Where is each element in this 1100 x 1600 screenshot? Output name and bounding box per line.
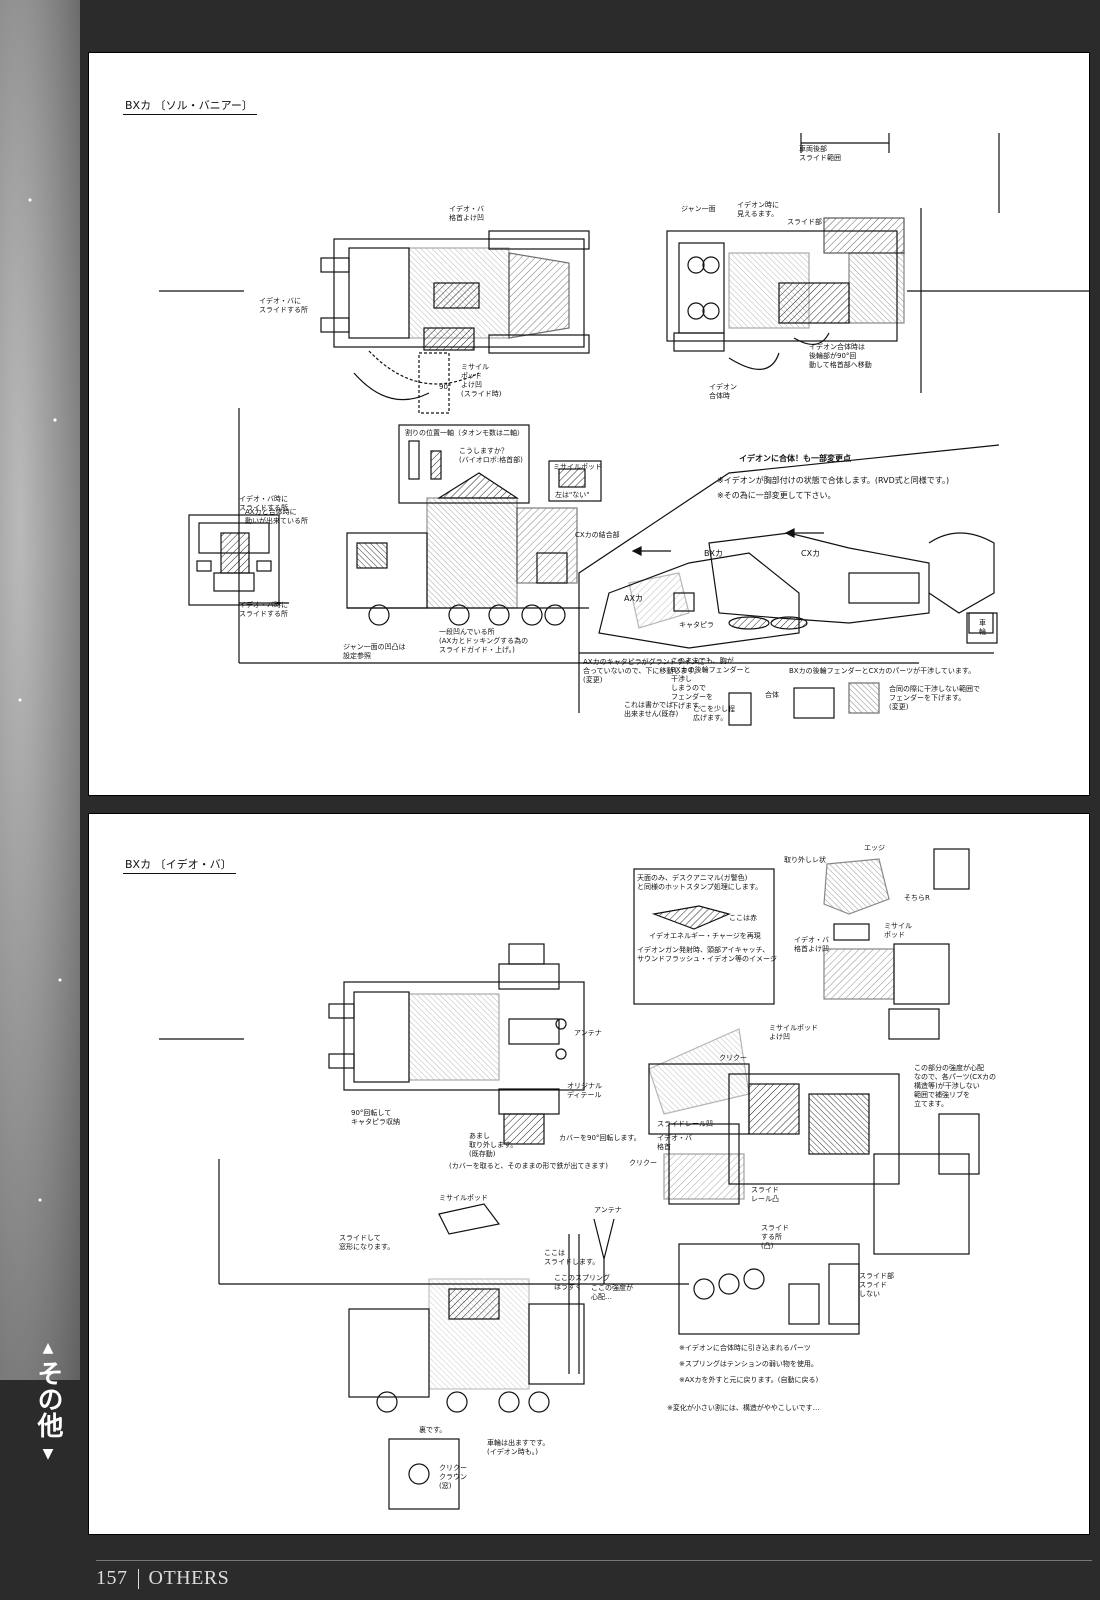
note-extend: ここを少し程 広げます。 bbox=[693, 705, 735, 722]
note-combine-2: ※その為に一部変更して下さい。 bbox=[717, 491, 836, 500]
note-ax-label: AXカ bbox=[624, 594, 643, 603]
note-antenna-b: アンテナ bbox=[594, 1206, 622, 1214]
note-cover-rot: カバーを90°回転します。 bbox=[559, 1134, 641, 1142]
sketch-drawing-bottom bbox=[159, 848, 980, 1510]
note-joint: 合体 bbox=[765, 691, 779, 699]
note-missile-pod: ミサイル ポッド bbox=[884, 922, 912, 939]
note-idea-slide3: イデオ・バ時に スライドする所 bbox=[239, 601, 288, 618]
note-fender: このままでも、胸が BXカの後輪フェンダーと 干渉し しまうので フェンダーを … bbox=[671, 657, 751, 710]
note-idea-slide: イデオ・バに スライドする所 bbox=[259, 297, 308, 314]
side-tab-label: その他 bbox=[33, 1360, 63, 1438]
note-spring-note: ここのスプリング はうすく bbox=[554, 1274, 610, 1291]
note-clutch: クリクー bbox=[719, 1054, 747, 1062]
plan-view-right bbox=[666, 217, 905, 370]
front-view bbox=[188, 514, 280, 606]
triangle-down-icon: ▼ bbox=[42, 1446, 54, 1462]
note-cut: こうしますか？ (バイオロボ:格首部) bbox=[459, 447, 523, 464]
exploded-view bbox=[648, 848, 980, 1335]
note-ax-remove: ※AXカを外すと元に戻ります。(自動に戻る) bbox=[679, 1376, 819, 1384]
note-side-label: 車 輪 bbox=[979, 619, 986, 636]
note-bx-label: BXカ bbox=[704, 549, 723, 558]
note-same-below: 左は"ない" bbox=[555, 491, 590, 499]
note-rot90-cat: 90°回転して キャタピラ収納 bbox=[351, 1109, 400, 1126]
note-ideon-pull: ※イデオンに合体時に引き込まれるパーツ bbox=[679, 1344, 811, 1352]
note-edge: エッジ bbox=[864, 844, 885, 852]
note-combine-title: イデオンに合体！も一部変更点 bbox=[739, 454, 851, 463]
note-rear-wheel: 車輪は出ますです。 (イデオン時も。) bbox=[487, 1439, 550, 1456]
triangle-up-icon: ▲ bbox=[42, 1340, 54, 1356]
note-cut-axis: 割りの位置一軸（タオンモ数は二軸） bbox=[405, 429, 524, 437]
note-jammer: ジャン一面の凹凸は 設定参照 bbox=[343, 643, 406, 660]
side-view-bottom bbox=[348, 1203, 615, 1510]
note-ideon-time: イデオン時に 見えるます。 bbox=[737, 201, 779, 218]
note-idea-slide2: イデオ・バ時に スライドする所 bbox=[239, 495, 288, 512]
note-ideon-combine: イデオン 合体時 bbox=[709, 383, 737, 400]
note-missile-pod2: ミサイルポッド bbox=[553, 463, 602, 471]
note-missile-pod-b: ミサイルポッド bbox=[439, 1194, 488, 1202]
note-antenna: アンテナ bbox=[574, 1029, 602, 1037]
note-step-down: 一段凹んでいる所 (AXカとドッキングする為の スライドガイド・上げ。) bbox=[439, 628, 529, 654]
note-side-r: そちらR bbox=[904, 894, 930, 902]
panel-top-header: BXカ 〔ソル・バニアー〕 bbox=[123, 97, 257, 115]
note-cover-keep: (カバーを取ると、そのままの形で鉄が出てきます) bbox=[449, 1162, 608, 1170]
note-slide-range: 車両後部 スライド範囲 bbox=[799, 145, 841, 162]
note-idea-ba-relief: イデオ・バ 格首よけ凹 bbox=[449, 205, 484, 222]
starfield-strip bbox=[0, 0, 80, 1380]
note-side-slide: スライド部 スライド しない bbox=[859, 1272, 894, 1298]
note-interfere: 合同の際に干渉しない範囲で フェンダーを下げます。 (変更) bbox=[889, 685, 980, 711]
note-missile-pod: ミサイル ポッド よけ凹 (スライド時) bbox=[461, 363, 502, 398]
note-fender-cx: BXカの後輪フェンダーとCXカのパーツが干渉しています。 bbox=[789, 667, 976, 675]
footer-separator bbox=[137, 1569, 139, 1590]
note-spring: ※スプリングはテンションの弱い物を使用。 bbox=[679, 1360, 818, 1368]
section-title: OTHERS bbox=[148, 1567, 230, 1589]
note-slide-rail2: スライド レール凸 bbox=[751, 1186, 779, 1203]
plan-view-left bbox=[320, 230, 590, 414]
note-caterpillar: キャタピラ bbox=[679, 621, 714, 629]
footer-rule bbox=[96, 1560, 1092, 1561]
note-rear: 裏です。 bbox=[419, 1426, 447, 1434]
note-slide-part: スライド する所 (凸) bbox=[761, 1224, 789, 1250]
note-ax-caterpillar: AXカのキャタピラがグランドラインに 合っていないので、下に移動します。 (変更… bbox=[583, 658, 705, 684]
note-idea-relief: イデオ・バ 格首よけ凹 bbox=[794, 936, 829, 953]
note-small-change: ※変化が小さい割には、構造がややこしいです… bbox=[667, 1404, 820, 1412]
note-rolling-red: ここは赤 bbox=[729, 914, 757, 922]
note-missile-pod-relief: ミサイルポッド よけ凹 bbox=[769, 1024, 818, 1041]
sketch-panel-bottom: BXカ 〔イデオ・バ〕 天面のみ、デスクアニマル(ガ警色) と同様のホットスタン… bbox=[88, 813, 1090, 1535]
note-cx-link: CXカの結合部 bbox=[575, 531, 620, 539]
note-clutch-crown: クリクー クラウン (窓) bbox=[439, 1464, 467, 1490]
note-strength: この部分の強度が心配 なので、各パーツ(CXカの 構造等)が干渉しない 範囲で補… bbox=[914, 1064, 996, 1108]
note-combine-1: ※イデオンが胸部付けの状態で合体します。(RVD式と同様です。) bbox=[717, 476, 950, 485]
note-clutch2: クリクー bbox=[629, 1159, 657, 1167]
note-idea-relief2: イデオ・バ 格首 bbox=[657, 1134, 692, 1151]
sketch-drawing-top bbox=[159, 133, 1089, 726]
side-view-truck bbox=[346, 472, 589, 626]
note-rot90: 90° bbox=[439, 383, 452, 391]
page-footer: 157 OTHERS bbox=[96, 1567, 229, 1590]
note-ideon-gun: イデオンガン発射時、頭部アイキャッチ、 サウンドフラッシュ・イデオン等のイメージ bbox=[637, 946, 777, 963]
note-slide-window: スライドして 窓形になります。 bbox=[339, 1234, 395, 1251]
note-removal: 取り外しレ状 bbox=[784, 856, 826, 864]
note-slide-this: ここは スライドします。 bbox=[544, 1249, 600, 1266]
note-jammer-top: ジャン一面 bbox=[681, 205, 716, 213]
note-slide-rail: スライドレール凹 bbox=[657, 1120, 713, 1128]
panel-bottom-header: BXカ 〔イデオ・バ〕 bbox=[123, 856, 236, 874]
sketch-panel-top: BXカ 〔ソル・バニアー〕 車両後部 スライド範囲 ジャン一面 イデオン時に 見… bbox=[88, 52, 1090, 796]
note-cx-label: CXカ bbox=[801, 549, 821, 558]
note-ideon-energy: イデオエネルギー・チャージを再現 bbox=[649, 932, 761, 940]
note-remove: あまし 取り外します。 (既存動) bbox=[469, 1132, 518, 1158]
note-top-surface: 天面のみ、デスクアニマル(ガ警色) と同様のホットスタンプ処理にします。 bbox=[637, 874, 763, 891]
note-ideon-assembly: イデオン合体時は 後輪部が90°回 動して格首部へ移動 bbox=[809, 343, 872, 369]
plan-view-bottom bbox=[328, 943, 585, 1145]
page-number: 157 bbox=[96, 1567, 128, 1589]
note-strength-b: ここの強度が 心配… bbox=[591, 1284, 633, 1301]
note-cannot-body: これは書かでは 出来ません(既存) bbox=[624, 701, 679, 718]
side-tab: ▲ その他 ▼ bbox=[28, 1340, 68, 1500]
note-ax-dock: AXカと合体時に 動いが出来ている所 bbox=[245, 508, 308, 525]
note-original-detail: オリジナル ディテール bbox=[567, 1082, 602, 1099]
note-slide-part: スライド部 bbox=[787, 218, 822, 226]
